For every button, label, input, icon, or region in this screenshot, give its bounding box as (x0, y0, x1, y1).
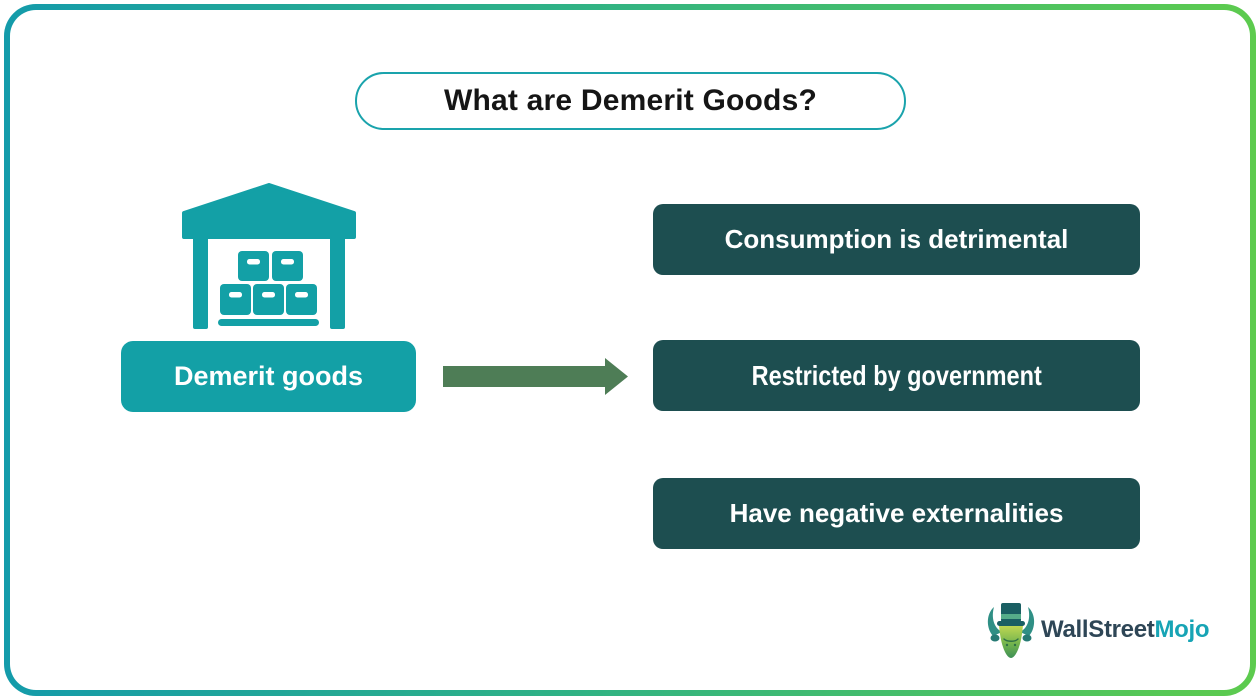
demerit-goods-label: Demerit goods (173, 361, 364, 391)
logo-text-accent: Mojo (1154, 616, 1210, 643)
arrow-right-icon (443, 358, 628, 395)
demerit-goods-box: Demerit goods (121, 341, 416, 412)
logo-text-primary: WallStreet (1041, 616, 1155, 643)
warehouse-icon (182, 183, 356, 329)
characteristic-label-2: Restricted by government (751, 359, 1042, 391)
characteristic-label-3: Have negative externalities (729, 498, 1064, 528)
title-pill: What are Demerit Goods? (355, 72, 906, 130)
characteristic-box-3: Have negative externalities (653, 478, 1140, 549)
wallstreetmojo-logo: WallStreetMojo (985, 600, 1210, 660)
page-title: What are Demerit Goods? (444, 84, 817, 117)
bull-mascot-icon (987, 603, 1035, 658)
characteristic-box-1: Consumption is detrimental (653, 204, 1140, 275)
characteristic-label-1: Consumption is detrimental (724, 224, 1069, 254)
logo-text: WallStreetMojo (1041, 616, 1210, 644)
characteristic-box-2: Restricted by government (653, 340, 1140, 411)
